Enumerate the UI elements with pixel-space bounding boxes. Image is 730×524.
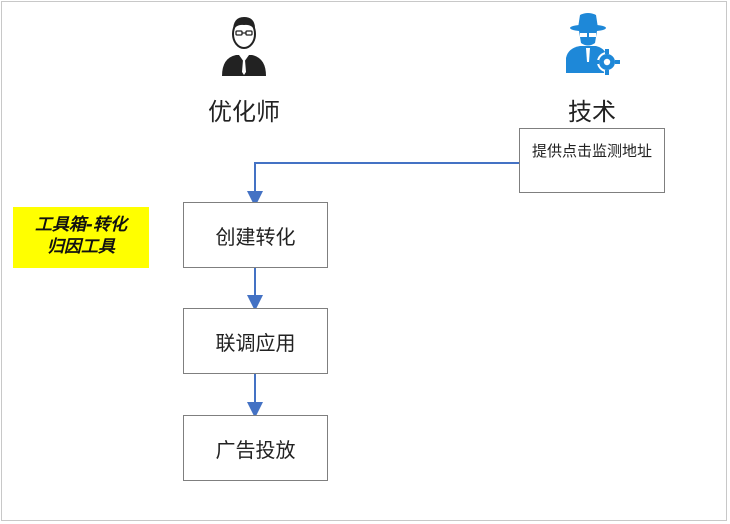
tool-note: 工具箱-转化 归因工具 (13, 207, 149, 268)
step-label: 创建转化 (215, 224, 296, 249)
step-label: 广告投放 (215, 437, 296, 462)
tech-to-step-connector (247, 162, 519, 207)
spy-gear-icon (566, 13, 620, 75)
step-joint-debug: 联调应用 (183, 308, 328, 374)
step-create-conversion: 创建转化 (183, 202, 328, 268)
role-optimizer-label: 优化师 (208, 98, 280, 126)
businessman-icon (222, 17, 266, 76)
step-ad-delivery: 广告投放 (183, 415, 328, 481)
tool-note-line-1: 工具箱-转化 (34, 215, 128, 235)
tool-note-line-2: 归因工具 (47, 237, 115, 257)
step-label: 联调应用 (215, 330, 296, 355)
tech-task-text: 提供点击监测地址 (531, 142, 652, 160)
tech-task-box: 提供点击监测地址 (519, 128, 665, 193)
role-tech-label: 技术 (568, 98, 616, 126)
